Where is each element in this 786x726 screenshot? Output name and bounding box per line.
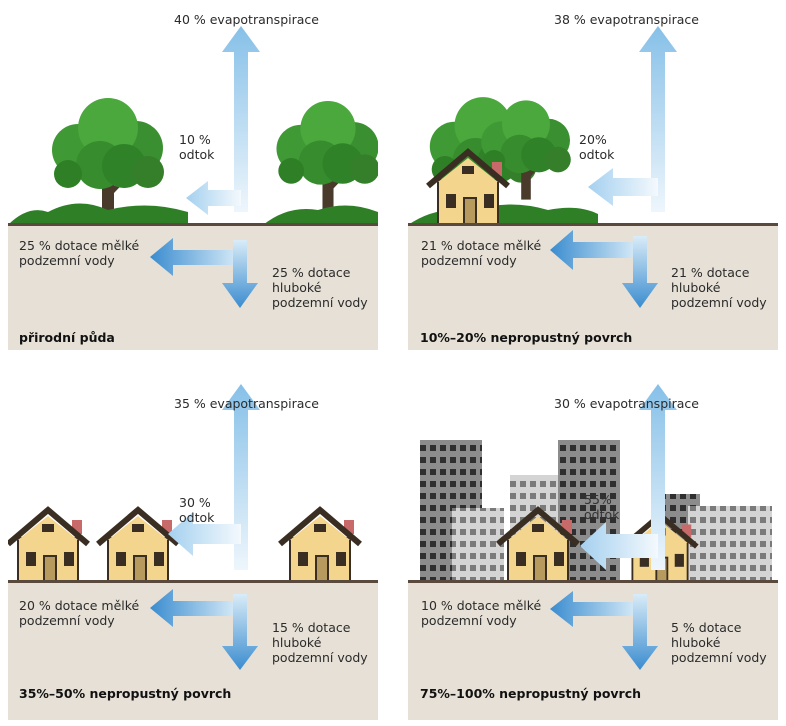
panel-title: 10%–20% nepropustný povrch <box>420 330 633 345</box>
panel-natural-ground: 40 % evapotranspirace 10 % odtok 25 % do… <box>8 0 378 350</box>
building-icon <box>452 508 504 582</box>
house-icon <box>8 510 88 582</box>
arrow-icon <box>150 238 240 276</box>
panel-title: přirodní půda <box>19 330 115 345</box>
deep-recharge-label: 21 % dotace hluboké podzemní vody <box>671 265 767 310</box>
deep-recharge-label: 5 % dotace hluboké podzemní vody <box>671 620 767 665</box>
evapotranspiration-label: 40 % evapotranspirace <box>174 12 319 27</box>
runoff-label: 20% odtok <box>579 132 615 162</box>
building-icon <box>688 506 772 582</box>
arrow-icon <box>622 236 658 308</box>
arrow-icon <box>622 594 658 670</box>
arrow-icon <box>222 26 260 212</box>
arrow-icon <box>222 594 258 670</box>
arrow-icon <box>222 240 258 308</box>
house-icon <box>280 510 360 582</box>
evapotranspiration-label: 30 % evapotranspirace <box>554 396 699 411</box>
diagram-graphic <box>408 26 778 350</box>
runoff-label: 55% odtok <box>584 492 620 522</box>
tree-icon <box>52 98 164 222</box>
diagram-graphic <box>8 26 378 350</box>
deep-recharge-label: 25 % dotace hluboké podzemní vody <box>272 265 368 310</box>
arrow-icon <box>150 589 238 627</box>
arrow-icon <box>580 522 658 570</box>
panel-75-100-impervious: 30 % evapotranspirace 55% odtok 10 % dot… <box>408 370 778 720</box>
evapotranspiration-label: 35 % evapotranspirace <box>174 396 319 411</box>
shallow-recharge-label: 20 % dotace mělké podzemní vody <box>19 598 140 628</box>
panel-title: 35%–50% nepropustný povrch <box>19 686 232 701</box>
arrow-icon <box>186 181 241 215</box>
arrow-icon <box>588 168 658 206</box>
arrow-icon <box>550 230 638 270</box>
arrow-icon <box>550 591 638 627</box>
shallow-recharge-label: 10 % dotace mělké podzemní vody <box>421 598 542 628</box>
panel-10-20-impervious: 38 % evapotranspirace 20% odtok 21 % dot… <box>408 0 778 350</box>
evapotranspiration-label: 38 % evapotranspirace <box>554 12 699 27</box>
deep-recharge-label: 15 % dotace hluboké podzemní vody <box>272 620 368 665</box>
house-icon <box>98 510 178 582</box>
shallow-recharge-label: 21 % dotace mělké podzemní vody <box>421 238 542 268</box>
tree-icon <box>276 100 378 216</box>
diagram-graphic <box>8 384 378 720</box>
shallow-recharge-label: 25 % dotace mělké podzemní vody <box>19 238 140 268</box>
runoff-label: 30 % odtok <box>179 495 215 525</box>
runoff-label: 10 % odtok <box>179 132 215 162</box>
diagram-graphic <box>408 384 778 720</box>
arrow-icon <box>168 512 241 556</box>
panel-title: 75%–100% nepropustný povrch <box>420 686 642 701</box>
panel-35-50-impervious: 35 % evapotranspirace 30 % odtok 20 % do… <box>8 370 378 720</box>
